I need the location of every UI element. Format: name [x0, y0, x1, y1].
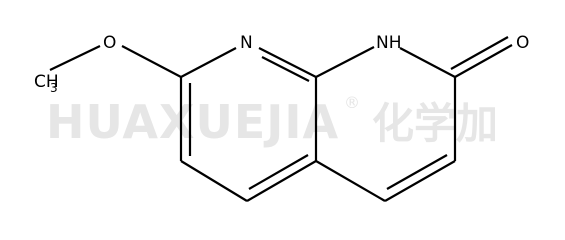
- bond-c4a-c5-outer: [246, 160, 317, 202]
- bond-n1-c2: [399, 47, 456, 78]
- bond-c5-c6: [180, 160, 248, 202]
- watermark-registered-mark: ®: [344, 93, 360, 112]
- atom-labels: O CH 3 N NH O: [34, 33, 529, 95]
- bonds: [49, 36, 513, 202]
- bond-c2-o-inner: [450, 36, 509, 70]
- bond-o-c7: [121, 45, 182, 78]
- bond-c2-o-outer: [454, 44, 513, 78]
- bond-n8-c8a-outer: [258, 47, 317, 78]
- bond-c3-c4-outer: [384, 160, 456, 202]
- watermark: HUAXUEJIA ® 化学加: [46, 93, 498, 149]
- bond-c4a-c5-inner: [248, 154, 309, 190]
- bond-n8-c8a-inner: [261, 56, 310, 82]
- atom-o-ether: O: [103, 33, 116, 53]
- bond-c4-c4a: [315, 160, 386, 202]
- bond-c3-c4-inner: [386, 154, 448, 190]
- watermark-brand: HUAXUEJIA: [46, 95, 339, 149]
- atom-n-ring: N: [240, 33, 253, 53]
- bond-c8a-n1: [315, 46, 375, 78]
- watermark-chinese: 化学加: [372, 99, 498, 148]
- atom-ch3: CH: [34, 72, 59, 92]
- atom-ch3-subscript: 3: [50, 81, 58, 95]
- atom-o-carbonyl: O: [516, 33, 529, 53]
- bond-c7-n8: [180, 47, 237, 78]
- bond-ch3-o: [49, 45, 101, 71]
- atom-nh: NH: [376, 33, 402, 53]
